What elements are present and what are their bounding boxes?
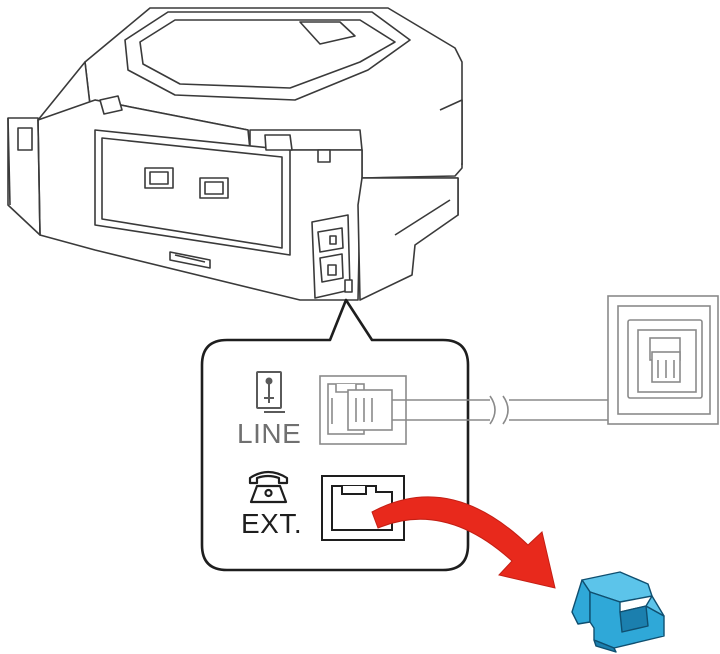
wall-jack — [607, 295, 719, 425]
ext-port-label: EXT. — [241, 508, 303, 539]
telephone-icon — [248, 470, 289, 504]
wall-jack-icon — [256, 371, 285, 413]
remove-arrow-icon — [371, 496, 556, 589]
line-port — [319, 375, 407, 445]
port-cap-icon — [571, 571, 665, 653]
line-port-label: LINE — [237, 418, 302, 449]
printer-rear-view — [7, 7, 463, 301]
